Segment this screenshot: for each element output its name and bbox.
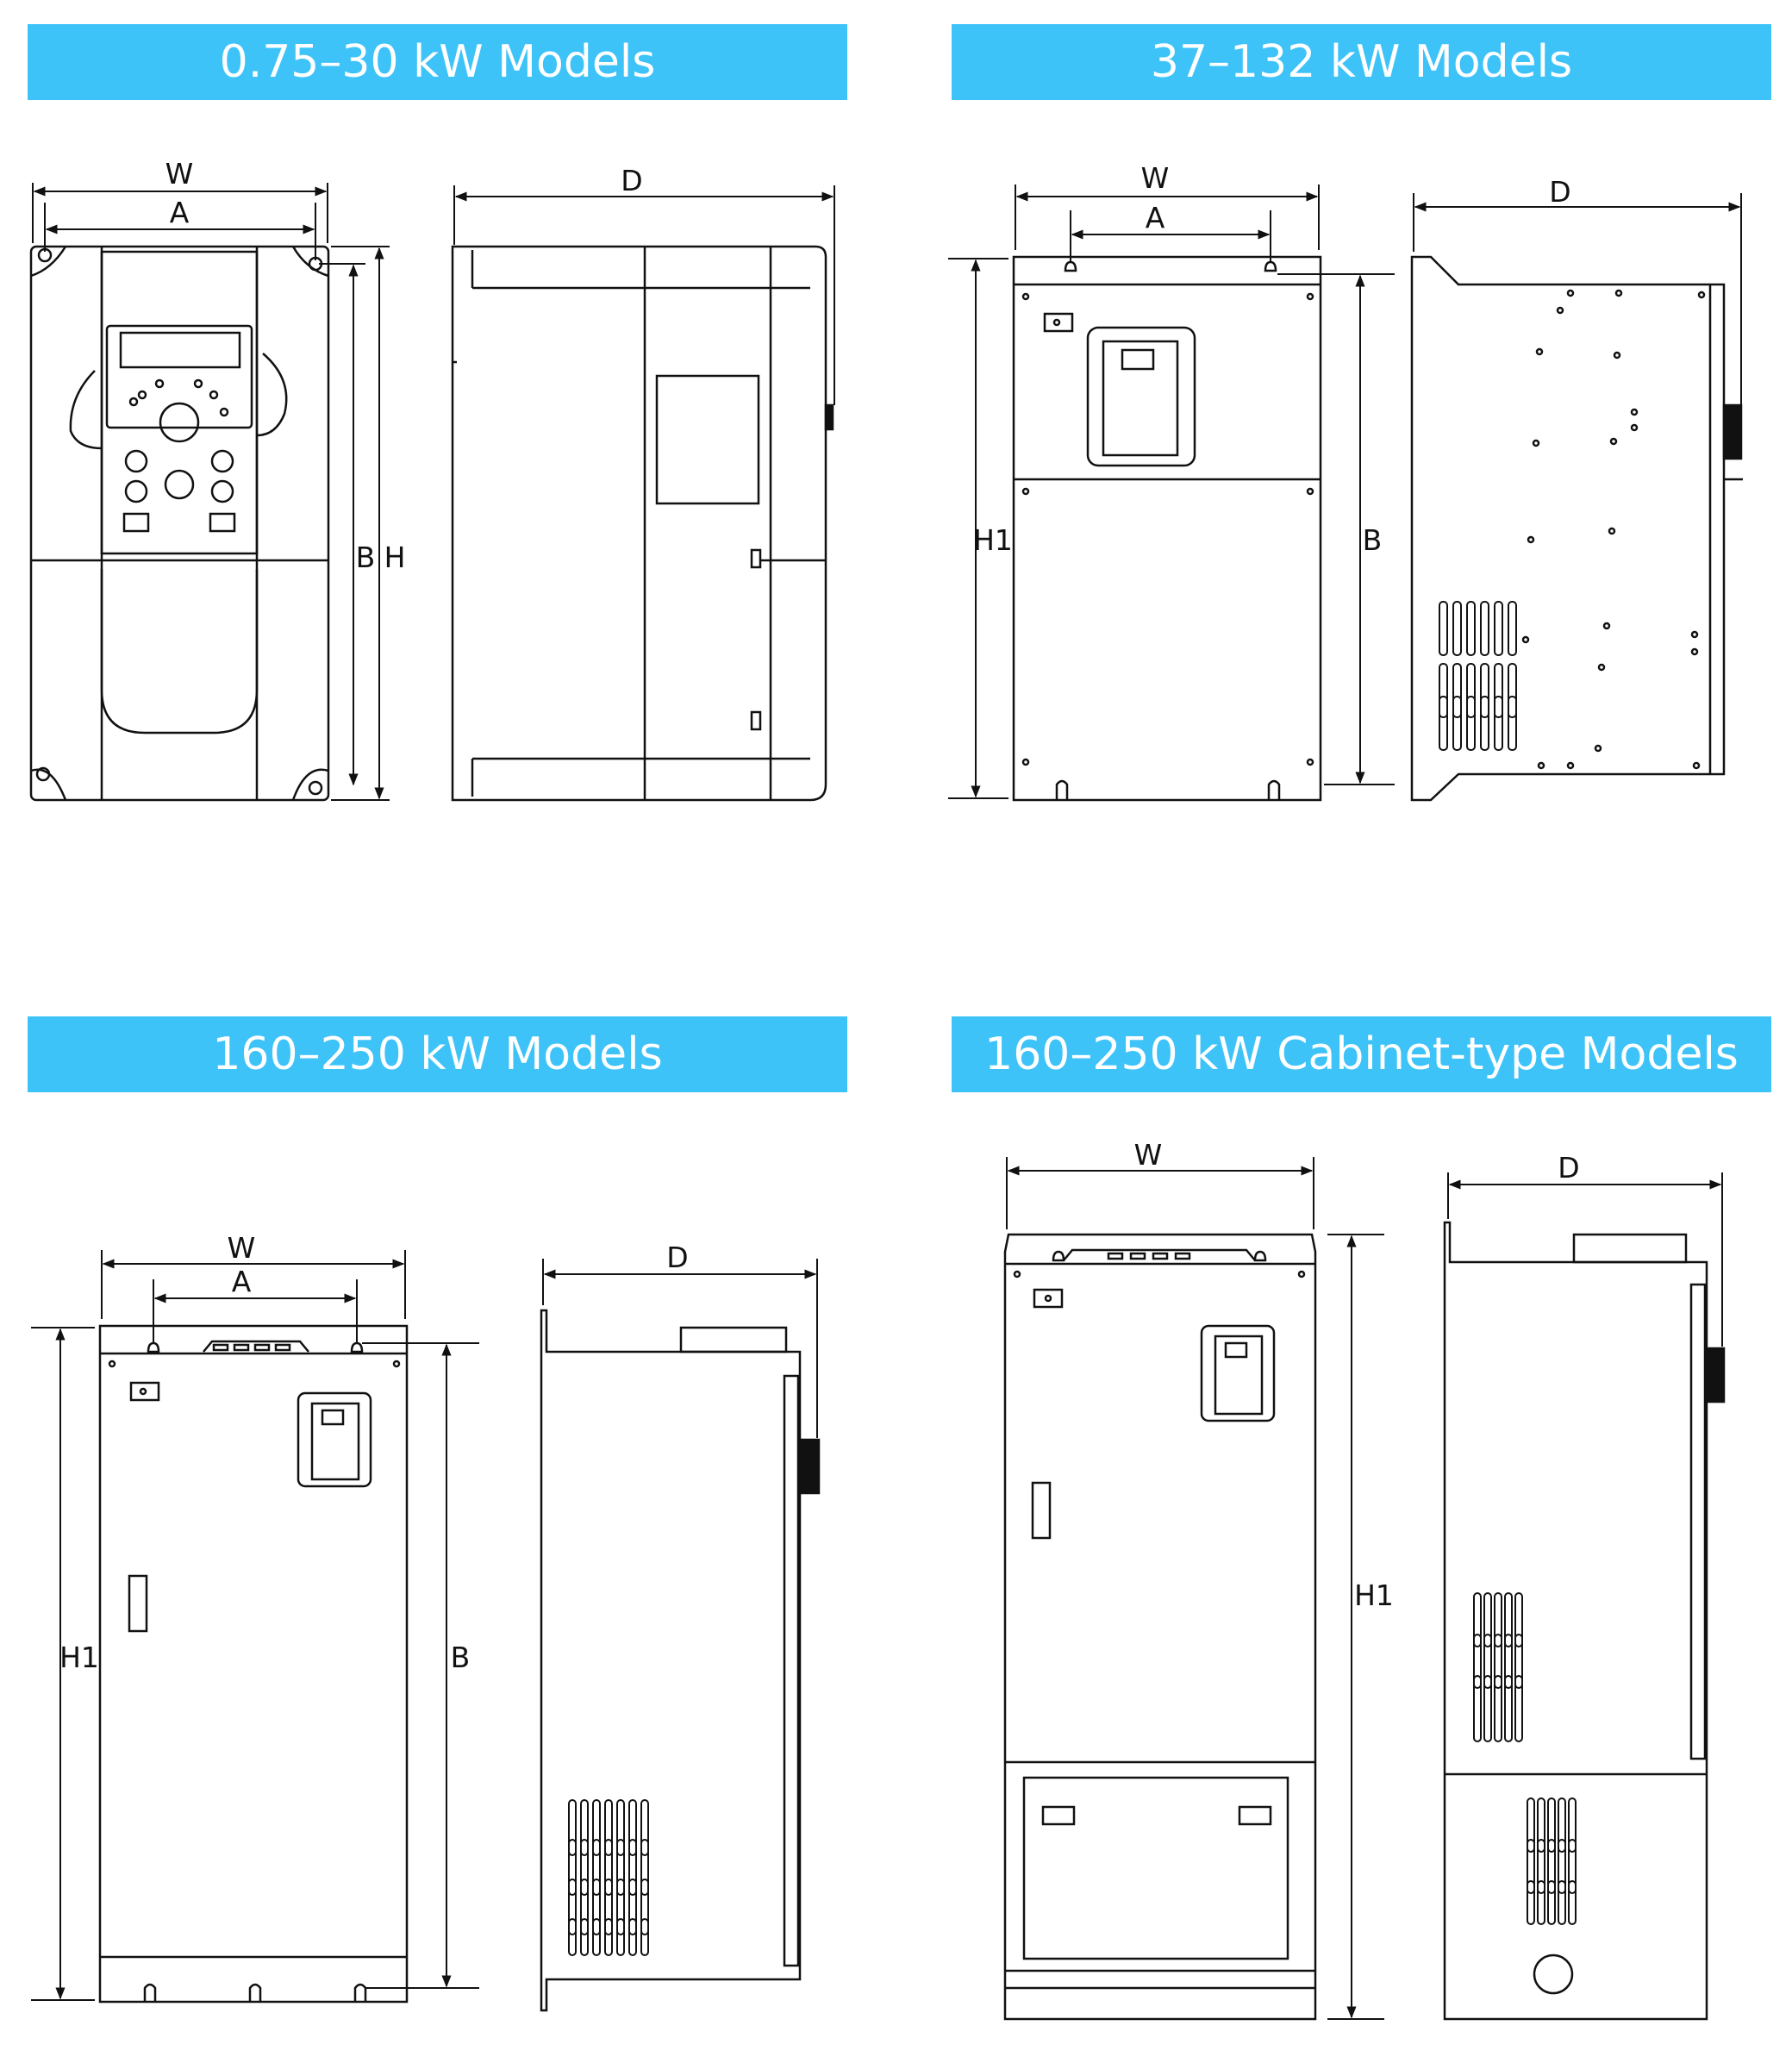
panel-large-side-dimensions xyxy=(542,1259,818,1438)
dim-label-a: A xyxy=(170,196,190,229)
dim-label-d: D xyxy=(666,1241,688,1274)
panel-large-front-view xyxy=(98,1324,409,2004)
banner-title: 0.75–30 kW Models xyxy=(219,36,656,88)
dim-label-h1: H1 xyxy=(1354,1579,1394,1612)
banner-title: 160–250 kW Models xyxy=(212,1028,663,1080)
dim-label-w: W xyxy=(1134,1138,1163,1172)
panel-medium-side-view xyxy=(1410,255,1743,802)
banner-cabinet-models: 160–250 kW Cabinet-type Models xyxy=(952,1016,1771,1092)
panel-medium-front-dimensions xyxy=(948,184,1395,799)
dim-label-h1: H1 xyxy=(59,1641,99,1674)
banner-title: 160–250 kW Cabinet-type Models xyxy=(984,1028,1739,1080)
dim-label-h: H xyxy=(384,541,406,574)
dim-label-w: W xyxy=(165,157,194,191)
dim-label-w: W xyxy=(228,1231,256,1265)
panel-small-side-dimensions xyxy=(453,185,835,405)
panel-large-front-dimensions xyxy=(31,1250,479,2001)
dim-label-a: A xyxy=(1146,201,1165,234)
panel-small-front-dimensions xyxy=(32,183,390,801)
panel-cabinet-front-dimensions xyxy=(1006,1157,1384,2020)
panel-large-side-view xyxy=(540,1309,821,2012)
dim-label-a: A xyxy=(232,1265,252,1298)
dim-label-b: B xyxy=(1363,523,1383,557)
panel-small-side-view xyxy=(451,245,834,802)
banner-title: 37–132 kW Models xyxy=(1150,36,1573,88)
dim-label-w: W xyxy=(1141,161,1170,195)
dim-label-b: B xyxy=(356,541,376,574)
dim-label-b: B xyxy=(451,1641,471,1674)
panel-medium-side-dimensions xyxy=(1413,193,1742,405)
dim-label-d: D xyxy=(1549,175,1570,209)
dim-label-h1: H1 xyxy=(973,523,1013,557)
dim-label-d: D xyxy=(621,164,642,197)
panel-cabinet-front-view xyxy=(1003,1233,1317,2021)
banner-small-models: 0.75–30 kW Models xyxy=(28,24,847,100)
panel-cabinet-side-dimensions xyxy=(1447,1172,1723,1347)
banner-large-models: 160–250 kW Models xyxy=(28,1016,847,1092)
panel-cabinet-side-view xyxy=(1443,1221,1726,2021)
dim-label-d: D xyxy=(1558,1151,1579,1185)
panel-small-front-view xyxy=(29,245,330,802)
panel-medium-front-view xyxy=(1012,255,1322,802)
banner-medium-models: 37–132 kW Models xyxy=(952,24,1771,100)
